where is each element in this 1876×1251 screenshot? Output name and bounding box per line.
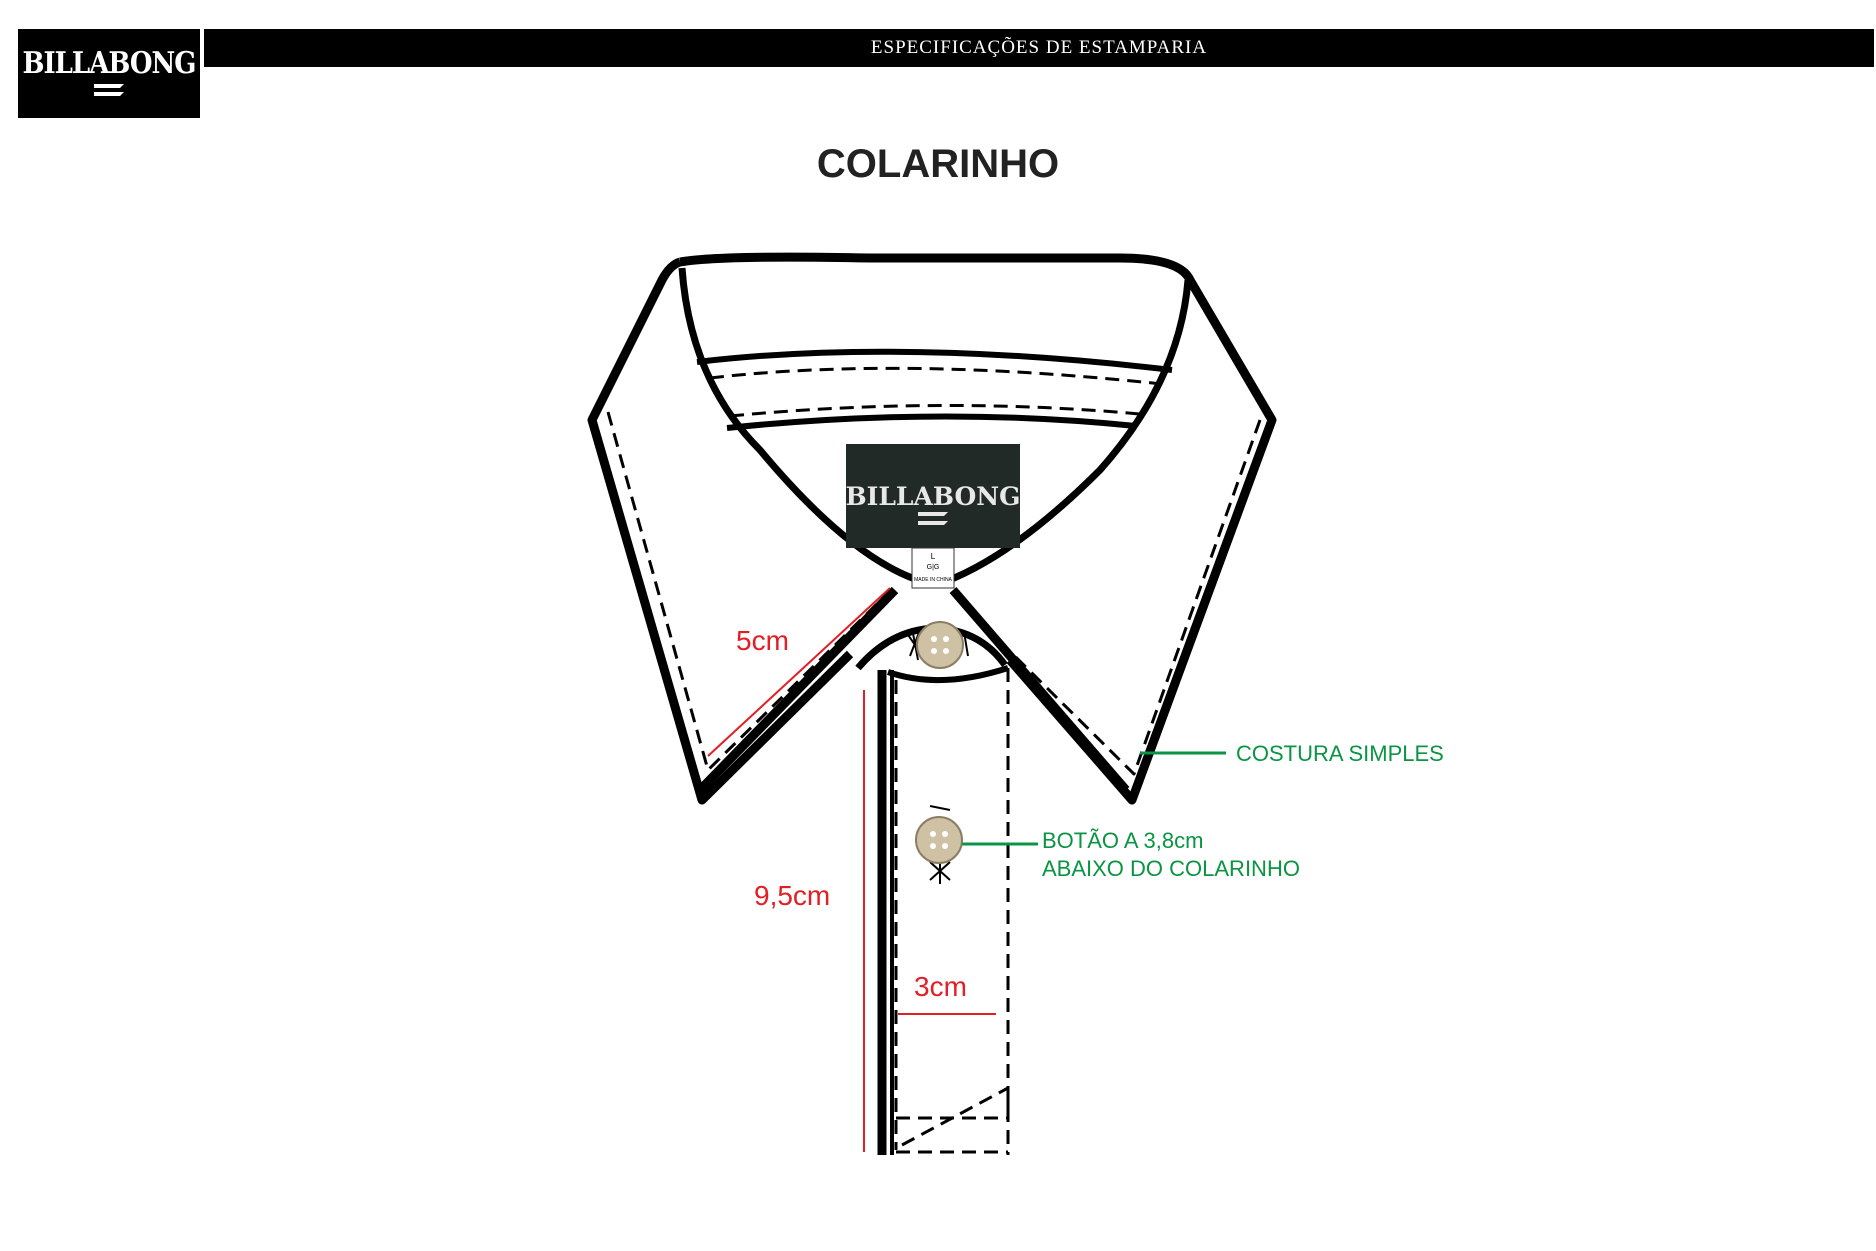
- callout-lines: [962, 751, 1226, 846]
- tag-size-l: L: [931, 552, 936, 561]
- measure-collar-label: 5cm: [736, 625, 789, 656]
- page-title: COLARINHO: [816, 142, 1060, 186]
- tag-wave-icon: [918, 512, 948, 525]
- brand-logo: BILLABONG: [18, 29, 200, 118]
- top-button: [905, 621, 969, 669]
- header-title: ESPECIFICAÇÕES DE ESTAMPARIA: [870, 37, 1208, 58]
- measure-placket-width-label: 3cm: [914, 971, 967, 1002]
- callout-button-label-1: BOTÃO A 3,8cm: [1042, 828, 1203, 853]
- brand-tag: BILLABONG L G|G MADE IN CHINA: [846, 444, 1021, 589]
- measure-placket-length-label: 9,5cm: [754, 880, 830, 911]
- callout-stitching-label: COSTURA SIMPLES: [1236, 741, 1444, 766]
- wave-icon: [94, 83, 124, 96]
- header-bar: ESPECIFICAÇÕES DE ESTAMPARIA: [204, 29, 1874, 67]
- callout-button-label-2: ABAIXO DO COLARINHO: [1042, 856, 1300, 881]
- placket: [877, 665, 1010, 1155]
- second-button: [915, 805, 963, 884]
- tag-size-gg: G|G: [927, 564, 940, 571]
- tag-origin: MADE IN CHINA: [914, 577, 952, 583]
- measure-collar-line: [707, 587, 891, 757]
- brand-logo-text: BILLABONG: [22, 46, 197, 81]
- tag-brand-text: BILLABONG: [846, 482, 1021, 511]
- measure-lines: [707, 587, 996, 1152]
